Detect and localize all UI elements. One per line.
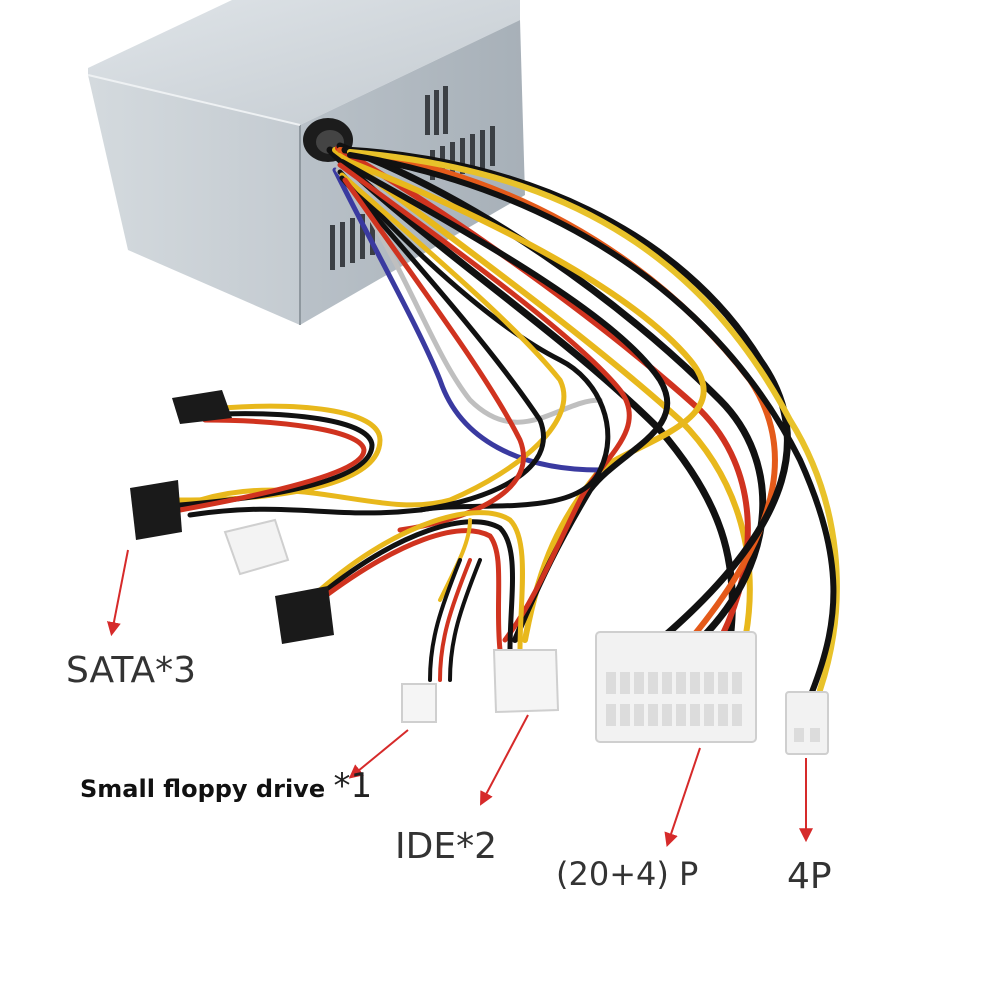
floppy-label: Small floppy drive *1 (80, 766, 372, 806)
sata-connectors (130, 390, 334, 644)
p4-connector (785, 691, 829, 755)
arrow-ide (480, 714, 529, 806)
p4-label: 4P (787, 856, 832, 897)
floppy-label-count: *1 (333, 766, 373, 806)
psu-box (87, 0, 525, 325)
molex-connectors (223, 518, 560, 714)
sata-label: SATA*3 (66, 650, 197, 691)
ide-label: IDE*2 (395, 826, 497, 867)
floppy-label-text: Small floppy drive (80, 775, 326, 803)
atx-label: (20+4) P (556, 855, 699, 893)
arrow-atx (664, 747, 701, 847)
floppy-connector (401, 683, 437, 723)
cable-bundle (177, 142, 840, 695)
arrows (107, 549, 813, 847)
atx-24pin-connector (595, 631, 757, 743)
arrow-sata (107, 549, 129, 637)
arrow-floppy (348, 729, 409, 779)
